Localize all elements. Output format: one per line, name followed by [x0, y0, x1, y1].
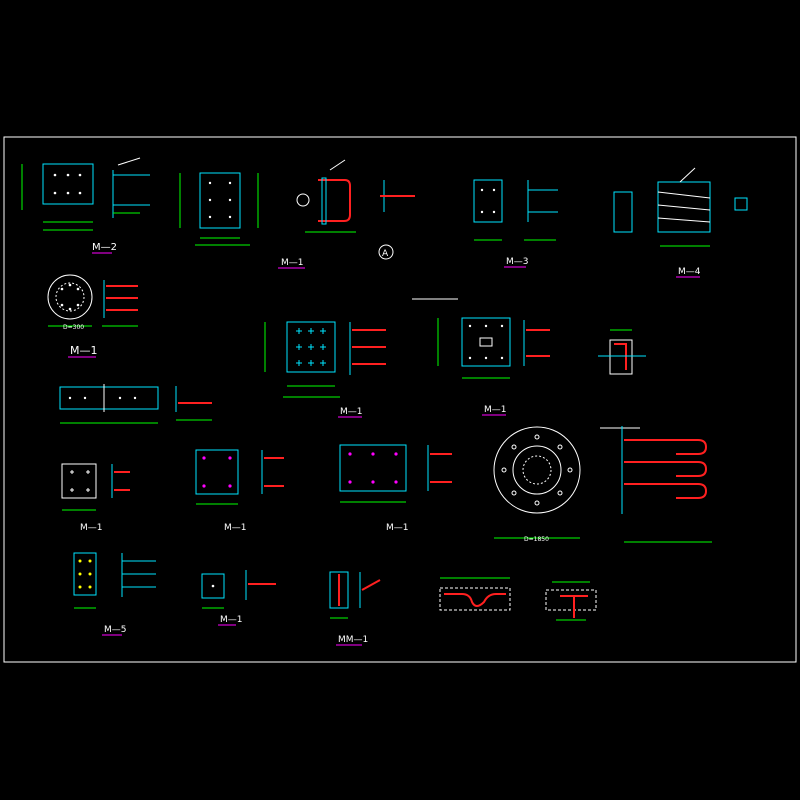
- detail-t-section: [545, 581, 597, 621]
- detail-m2: M—2: [21, 157, 150, 254]
- label-m5: M—5: [104, 625, 127, 635]
- detail-large-circular-plate: D=1850: [493, 426, 712, 543]
- detail-bent-bar: [439, 577, 511, 611]
- label-detail-a: A: [382, 249, 389, 259]
- detail-m1-h: M—1: [201, 570, 276, 626]
- detail-m1-c: M—1: [264, 321, 386, 418]
- detail-long-plate: [59, 384, 212, 424]
- label-mm1: MM—1: [338, 635, 368, 645]
- detail-m1-a: M—1: [179, 172, 305, 269]
- label-m1-b: M—1: [70, 344, 98, 357]
- detail-m1-e: M—1: [61, 463, 130, 533]
- detail-angle: [598, 329, 646, 375]
- label-m1-h: M—1: [220, 615, 243, 625]
- detail-m1-d: M—1: [412, 298, 550, 416]
- detail-section-a: A: [296, 159, 415, 260]
- label-m1-g: M—1: [386, 523, 409, 533]
- label-d1850: D=1850: [524, 536, 549, 543]
- detail-m4: M—4: [613, 167, 748, 278]
- label-m1-c: M—1: [340, 407, 363, 417]
- detail-mm1: MM—1: [329, 571, 381, 646]
- detail-m1-f: M—1: [195, 449, 284, 533]
- label-m1-a: M—1: [281, 258, 304, 268]
- detail-m1-circular-small: D=300 M—1: [47, 274, 138, 358]
- label-d300: D=300: [63, 324, 84, 331]
- label-m3: M—3: [506, 257, 529, 267]
- label-m1-f: M—1: [224, 523, 247, 533]
- detail-m1-g: M—1: [339, 444, 452, 533]
- label-m4: M—4: [678, 267, 701, 277]
- label-m1-d: M—1: [484, 405, 507, 415]
- detail-m5: M—5: [73, 552, 156, 636]
- detail-m3: M—3: [473, 179, 558, 268]
- drawing-frame: [3, 136, 797, 663]
- label-m2: M—2: [92, 242, 117, 253]
- label-m1-e: M—1: [80, 523, 103, 533]
